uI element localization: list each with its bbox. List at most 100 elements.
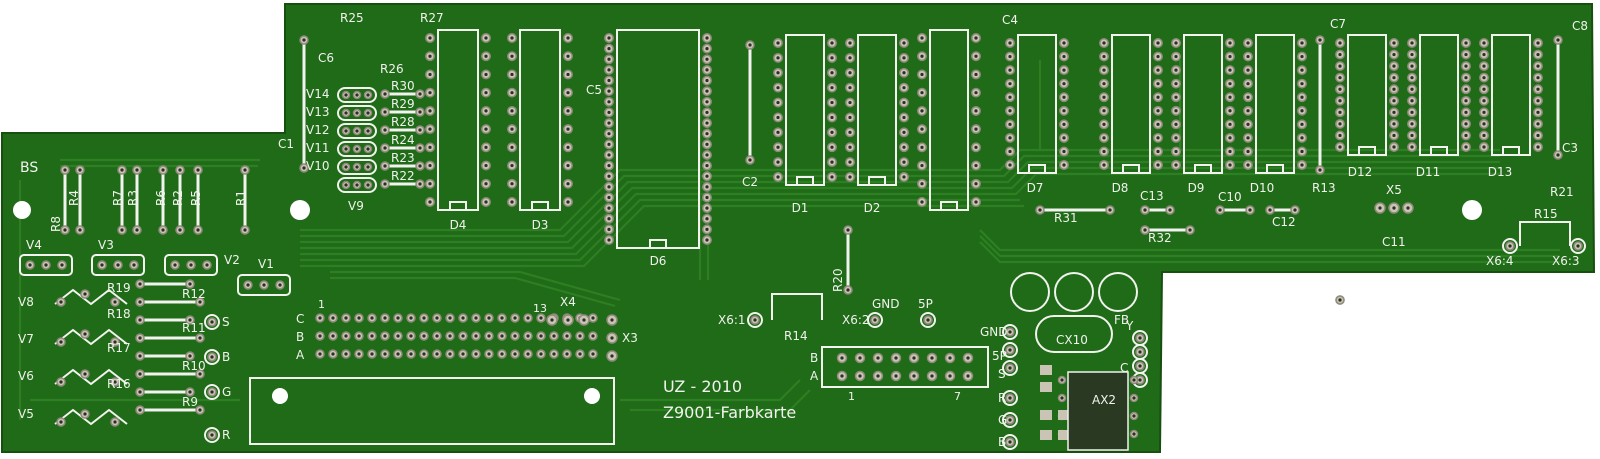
test-point-3 [1502,238,1518,254]
resistor-block-4 [380,161,425,171]
test-point-15 [204,314,220,330]
label-v5: V5 [18,407,34,421]
label-v10: V10 [306,159,329,173]
label-r24: R24 [391,133,415,147]
test-point-7 [1002,360,1018,376]
vertical-resistor-5 [175,165,185,235]
label-x3: X3 [622,331,638,345]
test-point-10 [1002,434,1018,450]
test-point-11 [1132,330,1148,346]
label-c10: C10 [1218,190,1242,204]
label-r9: R9 [182,395,198,409]
label-x6-4: X6:4 [1486,254,1514,268]
r15-outline [1519,221,1571,246]
label-v6: V6 [18,369,34,383]
label-r4: R4 [67,190,81,206]
label-v4: V4 [26,238,42,252]
smd-pad-4 [1040,430,1052,440]
test-point-5 [1002,324,1018,340]
label-x6-2: X6:2 [842,313,870,327]
label-r25: R25 [340,11,364,25]
left-resistor-5 [135,369,205,379]
label-r15: R15 [1534,207,1558,221]
label-c6: C6 [318,51,334,65]
label-y: Y [1125,319,1134,333]
label-r22: R22 [391,169,415,183]
label-r27: R27 [420,11,444,25]
connector-hole-left [272,388,288,404]
vertical-resistor-6 [193,165,203,235]
label-fivep: 5P [918,297,933,311]
r14-outline [771,293,823,320]
transistor-3 [337,141,377,157]
cap-c10 [1215,205,1255,215]
label-x6-1: X6:1 [718,313,746,327]
label-r32: R32 [1148,231,1172,245]
label-fb: FB [1114,313,1129,327]
label-d1: D1 [792,201,809,215]
label-v9: V9 [348,199,364,213]
cap-c13 [1140,205,1175,215]
label-c2: C2 [742,175,758,189]
label-r2: R2 [171,190,185,206]
test-point-1 [867,312,883,328]
cap-c2 [745,40,755,165]
label-v8: V8 [18,295,34,309]
ic-socket [917,29,981,211]
resistor-r31 [1035,205,1115,215]
label-r23: R23 [391,151,415,165]
ic-socket-d10 [1243,34,1307,174]
label-r10: R10 [182,359,206,373]
connector-row-a: A [296,348,305,362]
ic-socket-d12 [1335,34,1399,156]
test-point-17 [204,384,220,400]
ic-socket-d13 [1479,34,1543,156]
passive-components [19,35,1586,450]
dummy [1335,295,1345,305]
right-header-outline [821,346,989,388]
label-c11: C11 [1382,235,1406,249]
label-gnd2: GND [980,325,1008,339]
label-r28: R28 [391,115,415,129]
transistor-v2 [91,254,145,276]
label-r31: R31 [1054,211,1078,225]
board-title: UZ - 2010 [663,377,742,396]
label-c5: C5 [586,83,602,97]
label-gnd: GND [872,297,900,311]
cap-c12 [1265,205,1300,215]
label-x4: X4 [560,295,576,309]
label-c7: C7 [1330,17,1346,31]
ic-socket-d9 [1171,34,1235,174]
label-d6: D6 [650,254,667,268]
transistor-v5 [54,408,128,427]
mounting-holes [13,200,1482,220]
left-resistor-7 [135,405,205,415]
label-v13: V13 [306,105,329,119]
connector-outline [249,377,615,445]
test-point-18 [204,427,220,443]
label-c4: C4 [1002,13,1018,27]
test-point-8 [1002,390,1018,406]
label-pin-one: 1 [318,298,325,311]
transistor-2 [337,123,377,139]
label-r2: R [998,391,1006,405]
transistor-5 [337,177,377,193]
transistor-v8 [54,288,128,307]
label-r11: R11 [182,321,206,335]
connector-pins [315,313,598,359]
transistor-v7 [54,328,128,347]
left-resistor-1 [135,297,205,307]
cap-c3 [1553,35,1563,160]
right-header-pins [836,352,974,382]
test-point-0 [747,312,763,328]
transistor-0 [337,87,377,103]
label-c8: C8 [1572,19,1588,33]
transistor-v6 [54,368,128,387]
left-resistor-0 [135,279,195,289]
transistor-4 [337,159,377,175]
label-r21: R21 [1550,185,1574,199]
label-v12: V12 [306,123,329,137]
